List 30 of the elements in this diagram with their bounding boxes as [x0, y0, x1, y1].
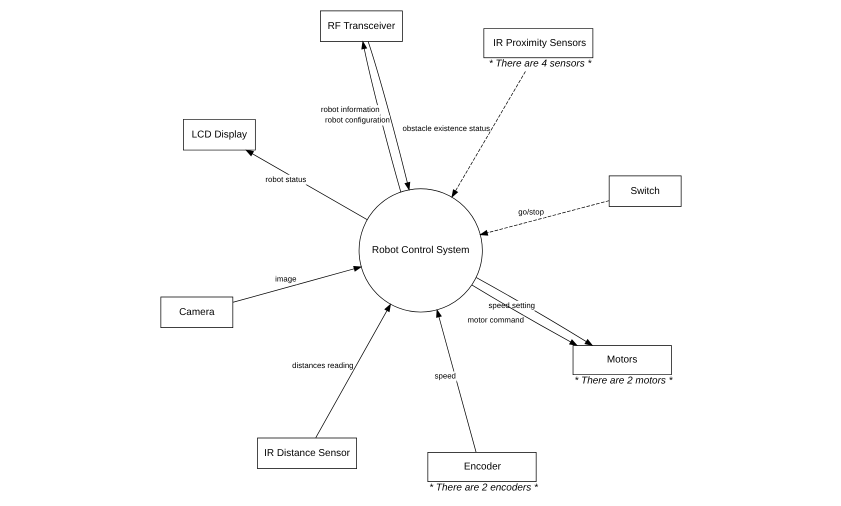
node-label: * There are 4 sensors *	[488, 58, 591, 70]
edge-label: robot status	[264, 174, 306, 184]
edge-label: obstacle existence status	[402, 124, 490, 134]
arrow	[471, 284, 578, 346]
node-box: IR Distance Sensor	[256, 438, 356, 469]
arrow	[244, 150, 367, 220]
edge-label: robot configuration	[324, 116, 390, 125]
edge-label: go/stop	[518, 208, 544, 217]
edge-label: image	[274, 274, 296, 284]
node-box: Encoder	[426, 452, 536, 482]
arrow	[436, 308, 476, 453]
edge-label: speed	[434, 371, 456, 380]
node-box: LCD Display	[182, 119, 256, 150]
arrow	[450, 71, 526, 198]
node-label: * There are 2 encoders *	[428, 482, 538, 494]
node-box: Camera	[160, 296, 233, 328]
node-label: * There are 2 motors *	[574, 375, 672, 386]
node-box: Switch	[608, 175, 681, 207]
node-box: RF Transceiver	[320, 10, 402, 42]
arrow	[232, 266, 362, 303]
edge-label: distances reading	[292, 361, 354, 370]
arrow	[478, 200, 609, 236]
node-box: IR Proximity Sensors	[482, 28, 593, 58]
arrow	[475, 277, 593, 346]
edge-label: robot information	[320, 105, 380, 114]
node-box: Motors	[572, 345, 672, 376]
edge-label: speed setting	[488, 300, 535, 310]
arrow	[314, 303, 391, 438]
arrow	[367, 41, 410, 191]
edge-label: motor command	[466, 316, 524, 325]
